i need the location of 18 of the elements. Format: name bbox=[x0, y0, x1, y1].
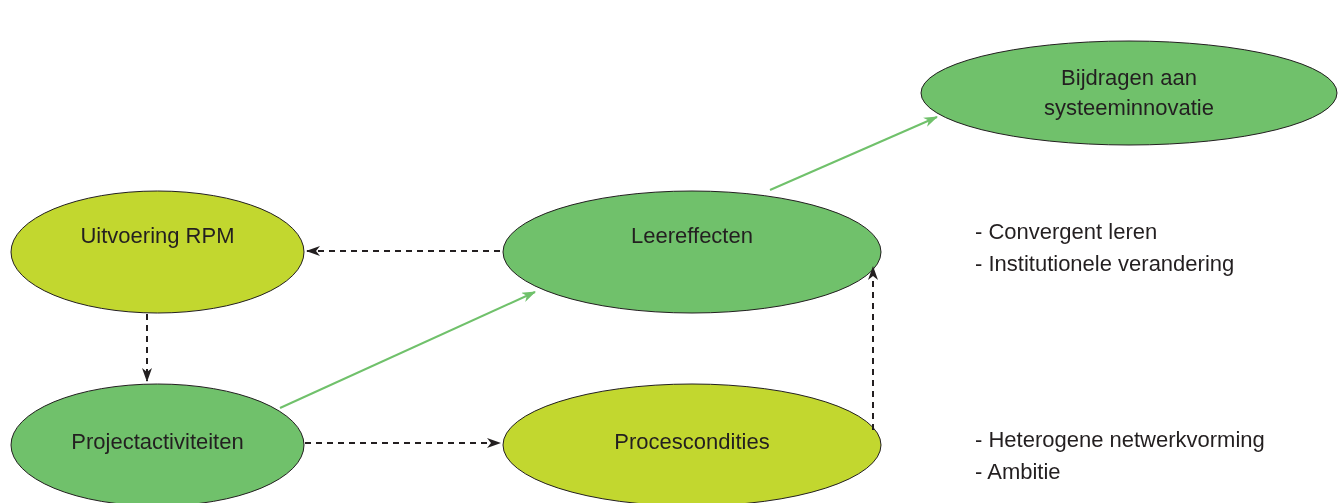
node-label: Uitvoering RPM bbox=[80, 222, 235, 250]
oval-node bbox=[502, 190, 882, 314]
node-label: Bijdragen aan systeeminnovatie bbox=[1043, 64, 1215, 122]
bullet-text: - Convergent leren bbox=[975, 218, 1158, 246]
node-label: Projectactiviteiten bbox=[71, 428, 244, 456]
oval-node bbox=[920, 40, 1338, 146]
arrow bbox=[304, 438, 501, 448]
arrow bbox=[306, 246, 501, 256]
node-label: Leereffecten bbox=[631, 222, 753, 250]
arrow bbox=[769, 116, 938, 191]
oval-node bbox=[10, 190, 305, 314]
node-label: Procescondities bbox=[614, 428, 770, 456]
arrow bbox=[868, 266, 878, 431]
arrow bbox=[279, 291, 536, 409]
bullet-text: - Heterogene netwerkvorming bbox=[975, 426, 1265, 454]
bullet-text: - Institutionele verandering bbox=[975, 250, 1235, 278]
bullet-text: - Ambitie bbox=[975, 458, 1061, 486]
arrow bbox=[142, 313, 152, 382]
